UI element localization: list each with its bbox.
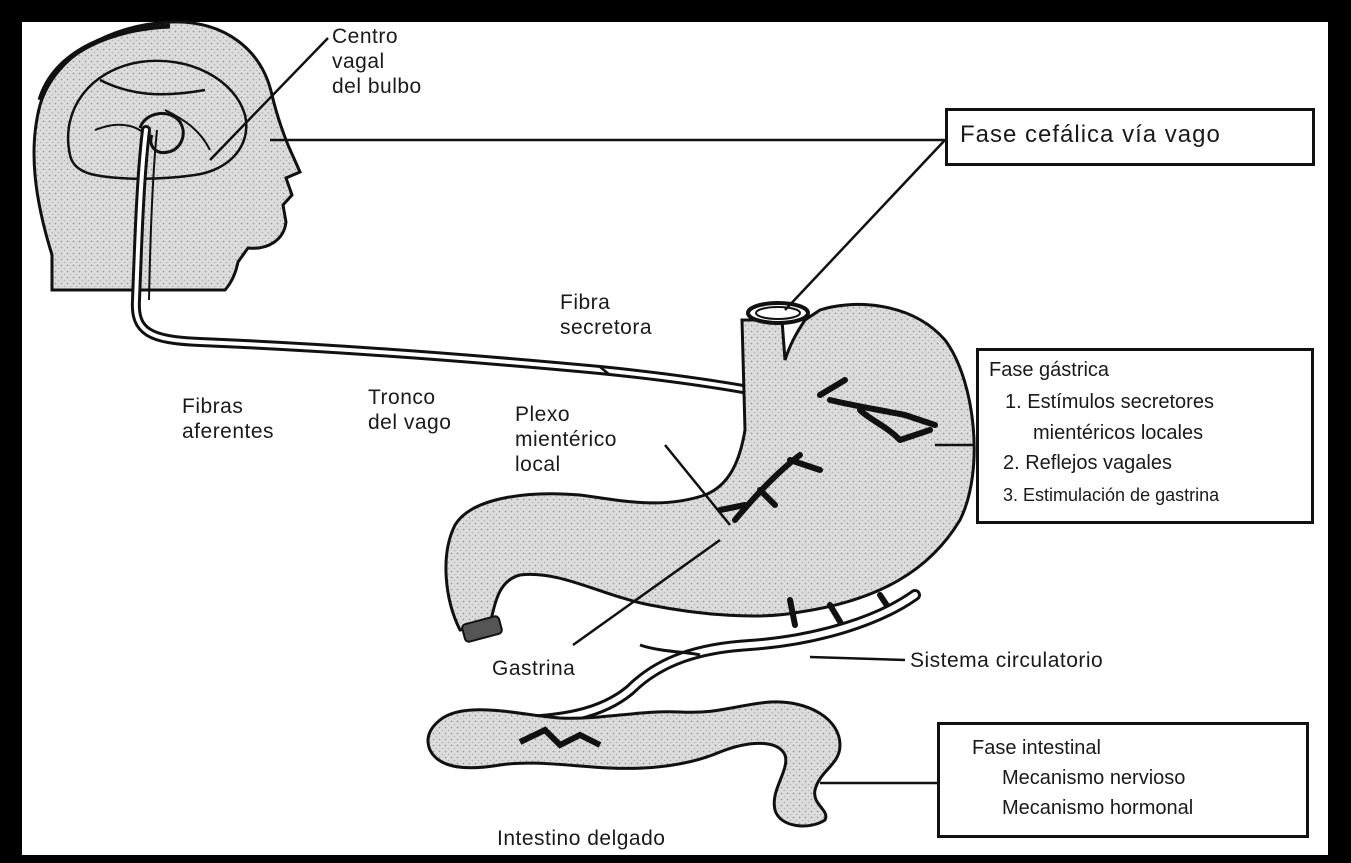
label-intestino-delgado: Intestino delgado — [497, 826, 665, 851]
label-fibra-secretora: Fibra secretora — [560, 290, 652, 340]
box-fase-intestinal: Fase intestinal Mecanismo nervioso Mecan… — [937, 722, 1309, 838]
label-centro-vagal: Centro vagal del bulbo — [332, 24, 422, 99]
label-fibras-line2: aferentes — [182, 419, 274, 444]
label-fibras-line1: Fibras — [182, 394, 274, 419]
label-tronco-line1: Tronco — [368, 385, 451, 410]
box-fase-cefalica: Fase cefálica vía vago — [945, 108, 1315, 166]
label-plexo-mienterico: Plexo mientérico local — [515, 402, 617, 477]
label-tronco-line2: del vago — [368, 410, 451, 435]
box-gastrica-item-1: 1. Estímulos secretores — [989, 385, 1301, 419]
head-illustration — [34, 22, 300, 290]
label-tronco-vago: Tronco del vago — [368, 385, 451, 435]
box-intestinal-item-2: Mecanismo hormonal — [952, 793, 1294, 823]
label-gastrina: Gastrina — [492, 656, 575, 681]
label-plexo-line1: Plexo — [515, 402, 617, 427]
label-fibra-line1: Fibra — [560, 290, 652, 315]
box-gastrica-item-4: 3. Estimulación de gastrina — [989, 479, 1301, 511]
label-centro-line2: vagal — [332, 49, 422, 74]
box-gastrica-title: Fase gástrica — [989, 355, 1301, 385]
box-cefalica-title: Fase cefálica vía vago — [960, 121, 1300, 149]
label-centro-line3: del bulbo — [332, 74, 422, 99]
box-intestinal-item-1: Mecanismo nervioso — [952, 763, 1294, 793]
label-fibra-line2: secretora — [560, 315, 652, 340]
label-plexo-line2: mientérico — [515, 427, 617, 452]
intestine-illustration — [428, 702, 840, 826]
box-gastrica-item-2: mientéricos locales — [989, 419, 1301, 447]
label-centro-line1: Centro — [332, 24, 422, 49]
box-fase-gastrica: Fase gástrica 1. Estímulos secretores mi… — [976, 348, 1314, 524]
label-sistema-circulatorio: Sistema circulatorio — [910, 648, 1103, 673]
label-fibras-aferentes: Fibras aferentes — [182, 394, 274, 444]
box-intestinal-title: Fase intestinal — [952, 733, 1294, 763]
box-gastrica-item-3: 2. Reflejos vagales — [989, 447, 1301, 479]
label-plexo-line3: local — [515, 452, 617, 477]
